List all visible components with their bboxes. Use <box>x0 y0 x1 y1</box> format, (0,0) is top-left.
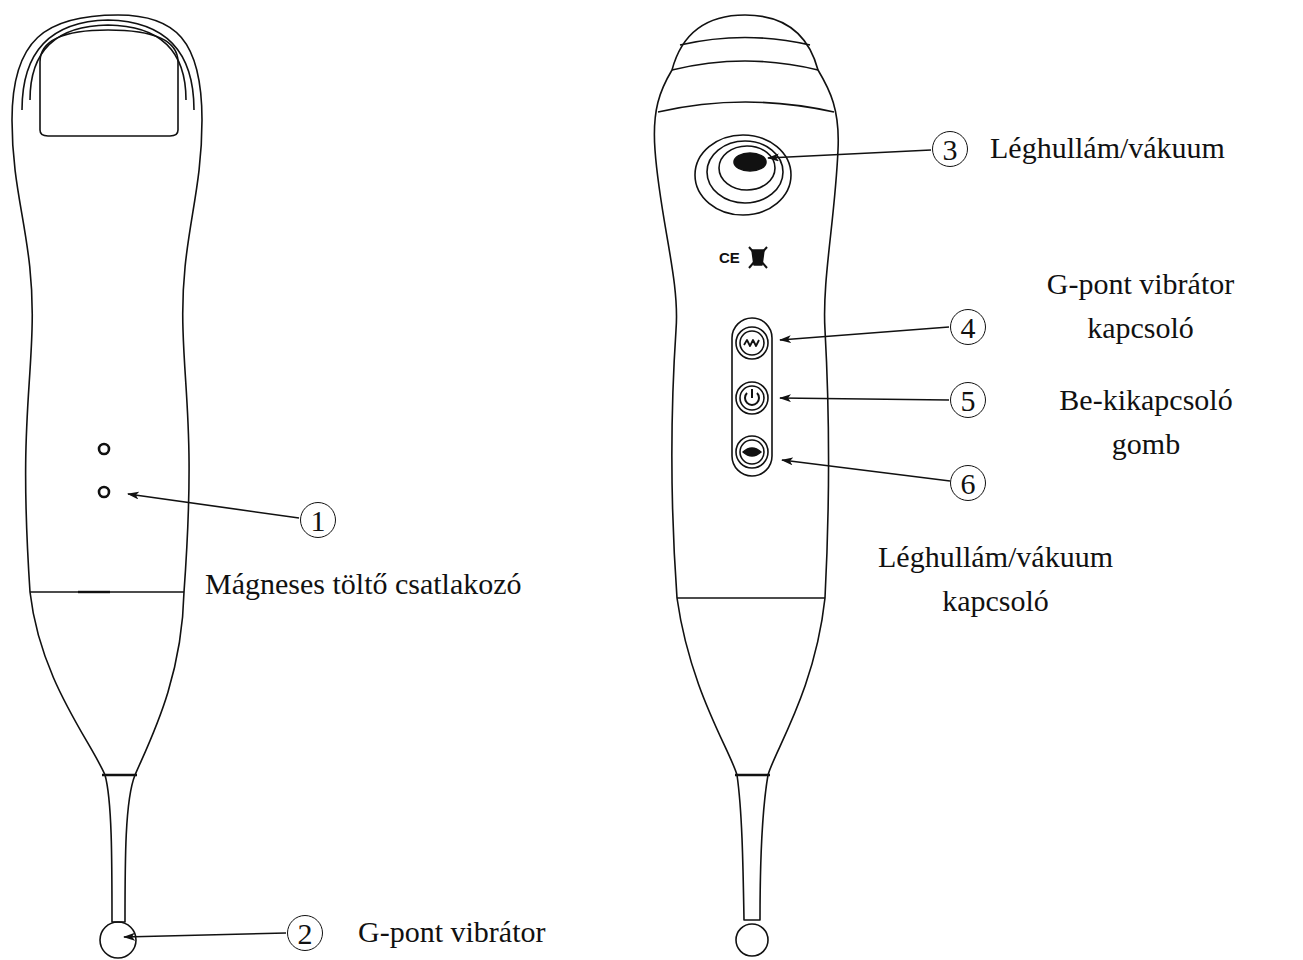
callout-number: 6 <box>950 465 986 501</box>
callout-number: 3 <box>932 131 968 167</box>
callout-number: 1 <box>300 502 336 538</box>
callout-number: 2 <box>287 915 323 951</box>
leader-lines <box>124 150 950 937</box>
callout-number: 5 <box>950 382 986 418</box>
callout-number: 4 <box>950 309 986 345</box>
device-back-view <box>12 15 202 958</box>
part-label: Mágneses töltő csatlakozó <box>205 562 522 606</box>
part-label: Léghullám/vákuum <box>990 126 1225 170</box>
part-label: G-pont vibrátor <box>358 910 545 954</box>
part-label: Be-kikapcsoló gomb <box>1035 378 1257 466</box>
part-label: G-pont vibrátor kapcsoló <box>1003 262 1278 350</box>
part-label: Léghullám/vákuum kapcsoló <box>858 535 1133 623</box>
ce-mark: CE <box>719 249 740 267</box>
